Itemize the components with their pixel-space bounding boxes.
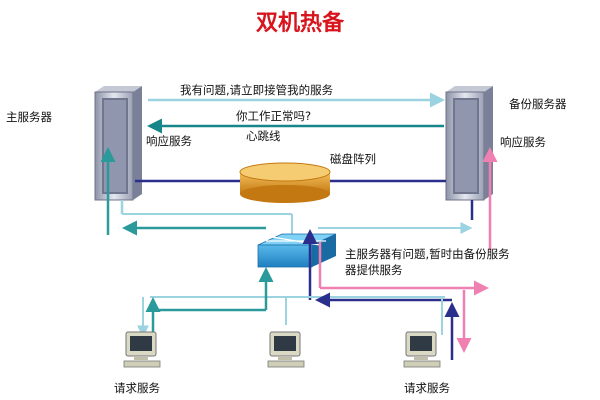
primary-server-label: 主服务器 [6,110,52,124]
primary-server-icon [94,86,142,201]
right-client-label: 请求服务 [404,381,450,395]
failover-note-line1: 主服务器有问题,暂时由备份服务 [345,247,510,261]
right-client-computer-icon [403,331,441,368]
failover-note-line2: 器提供服务 [345,263,403,277]
primary-response-label: 响应服务 [146,134,192,148]
disk-array-label: 磁盘阵列 [330,152,376,166]
network-switch-icon [257,233,337,268]
heartbeat-label: 心跳线 [246,129,281,143]
backup-server-label: 备份服务器 [509,97,567,111]
backup-server-icon [445,86,493,201]
left-client-computer-icon [123,331,161,368]
status-query-label: 你工作正常吗? [236,109,311,123]
backup-response-label: 响应服务 [500,135,546,149]
left-client-label: 请求服务 [114,381,160,395]
middle-client-computer-icon [267,331,305,368]
diagram-title: 双机热备 [256,10,345,36]
help-request-label: 我有问题,请立即接管我的服务 [180,83,334,97]
disk-array-icon [239,162,331,203]
